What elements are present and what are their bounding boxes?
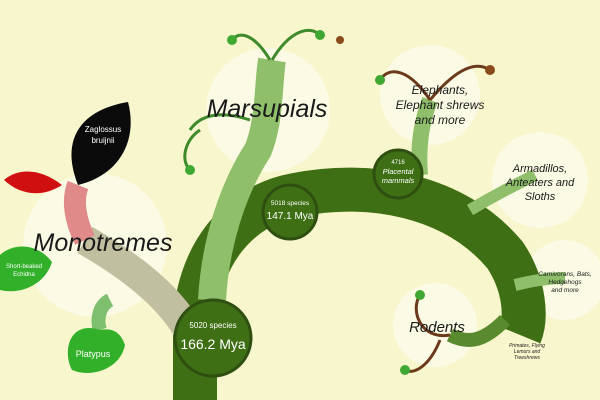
- carnivorans-label: Hedgehogs: [548, 279, 582, 286]
- armadillos-label: Armadillos,: [512, 163, 567, 175]
- marsupial-branch: [198, 57, 286, 301]
- placental-node[interactable]: [372, 148, 424, 200]
- platypus-leaf[interactable]: [67, 328, 125, 373]
- carnivorans-label: and more: [551, 287, 579, 294]
- carnivorans-label: Carnivorans, Bats,: [538, 271, 592, 278]
- root-node-age: 166.2 Mya: [180, 336, 246, 352]
- platypus-label: Platypus: [76, 349, 111, 359]
- elephants-label: and more: [415, 113, 466, 127]
- monotreme-branch-upper: [63, 180, 95, 245]
- rodents-foliage: [400, 290, 451, 375]
- zaglossus-leaf[interactable]: [71, 102, 131, 185]
- platypus-branch: [91, 293, 114, 333]
- armadillos-branch: [466, 169, 538, 216]
- elephants-label: Elephant shrews: [396, 98, 485, 112]
- carnivorans-branch: [513, 272, 566, 291]
- rodents-bubble[interactable]: [393, 283, 477, 367]
- rodents-label: Rodents: [409, 319, 465, 336]
- placental-species: 4716: [391, 160, 405, 166]
- marsupials-label: Marsupials: [207, 95, 328, 123]
- monotreme-branch: [77, 226, 201, 338]
- echidna-leaf[interactable]: [0, 246, 52, 292]
- zaglossus-label: bruijnii: [91, 136, 114, 145]
- marsupial-split-node[interactable]: [261, 183, 319, 241]
- monotremes-label: Monotremes: [34, 229, 173, 257]
- echidna-label: Echidna: [13, 272, 35, 278]
- primates-label: Treeshrews: [514, 355, 540, 361]
- marsupial-split-age: 147.1 Mya: [267, 211, 314, 222]
- marsupial-split-species: 5018 species: [271, 200, 310, 207]
- elephants-foliage: [375, 64, 495, 101]
- trunk-branch: [173, 167, 546, 400]
- echidna-label: Short-beaked: [6, 264, 42, 270]
- placental-name: mammals: [382, 176, 415, 185]
- armadillos-label: Sloths: [525, 191, 556, 203]
- root-node-species: 5020 species: [189, 321, 236, 330]
- rodents-branch: [446, 314, 510, 347]
- marsupials-foliage: [183, 28, 344, 175]
- red-leaf[interactable]: [4, 171, 62, 194]
- zaglossus-label: Zaglossus: [85, 125, 121, 134]
- root-node[interactable]: [173, 298, 253, 378]
- armadillos-bubble[interactable]: [492, 132, 588, 228]
- primates-label: Lemurs and: [514, 349, 541, 355]
- armadillos-label: Anteaters and: [505, 177, 575, 189]
- elephants-bubble[interactable]: [380, 45, 480, 145]
- elephants-label: Elephants,: [412, 83, 469, 97]
- placental-name: Placental: [383, 167, 414, 176]
- primates-label: Primates, Flying: [509, 343, 545, 349]
